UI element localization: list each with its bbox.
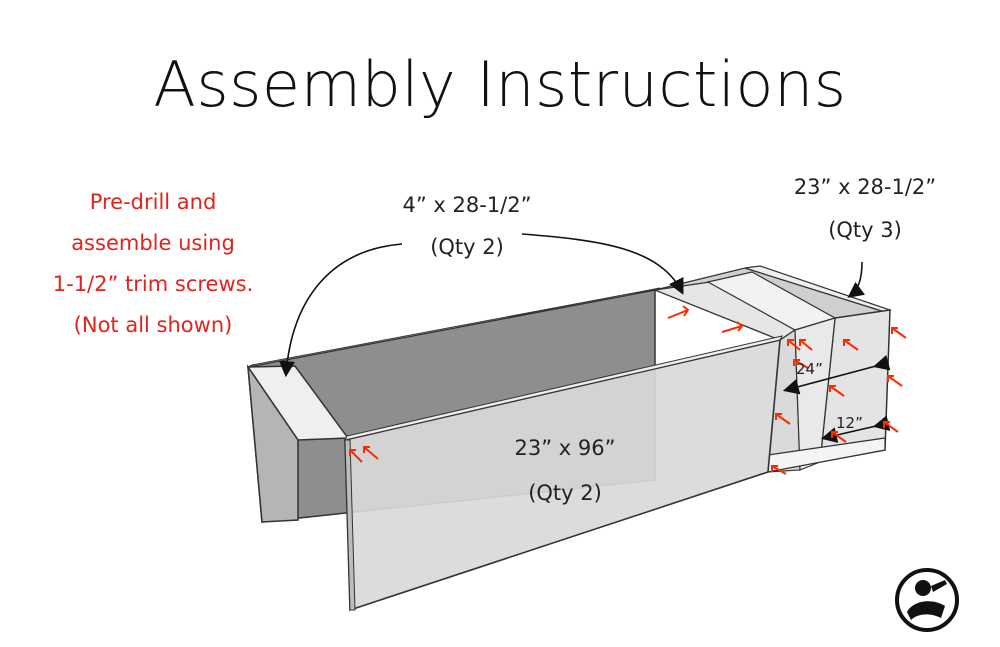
screw-arrow [775, 413, 791, 425]
screw-note: Pre-drill and assemble using 1-1/2” trim… [28, 182, 278, 346]
spacing-24-label: 24” [796, 360, 823, 378]
screw-note-line-4: (Not all shown) [73, 313, 233, 337]
screw-arrow [363, 446, 379, 460]
screw-arrow [883, 421, 899, 433]
front-panel-edge [344, 439, 356, 611]
screw-note-line-3: 1-1/2” trim screws. [52, 272, 254, 296]
strip-qty-label: (Qty 2) [430, 235, 504, 259]
dim-24-line [782, 354, 891, 395]
left-end-strip [246, 364, 299, 523]
divider-qty-label: (Qty 3) [828, 218, 902, 242]
callout-arrow-right [521, 233, 684, 295]
screw-note-line-2: assemble using [71, 231, 235, 255]
screw-arrow [887, 375, 903, 387]
screw-arrow [771, 465, 787, 475]
screw-arrow [721, 321, 744, 333]
woodworker-logo-icon [895, 568, 959, 632]
screw-arrows [349, 305, 907, 475]
callout-arrow-left [279, 243, 403, 378]
screw-arrow [831, 431, 847, 443]
strip-dimension-label: 4” x 28-1/2” [402, 193, 532, 217]
side-panel-dimension-label: 23” x 96” [514, 436, 616, 460]
screw-arrow [787, 339, 801, 351]
screw-arrow [829, 385, 845, 397]
screw-arrow [843, 339, 859, 351]
front-panel-top-edge [344, 335, 783, 441]
divider-dimension-label: 23” x 28-1/2” [793, 175, 937, 199]
screw-note-line-1: Pre-drill and [89, 190, 217, 214]
screw-arrow [793, 359, 809, 369]
screw-arrow [799, 339, 813, 351]
screw-arrow [349, 449, 363, 463]
callout-arrow-divider [847, 261, 866, 298]
side-panel-qty-label: (Qty 2) [528, 481, 602, 505]
page-title: Assembly Instructions [153, 48, 847, 121]
spacing-12-label: 12” [836, 414, 863, 432]
back-top-edge [247, 287, 661, 368]
screw-arrow [891, 327, 907, 339]
screw-arrow [667, 305, 690, 319]
